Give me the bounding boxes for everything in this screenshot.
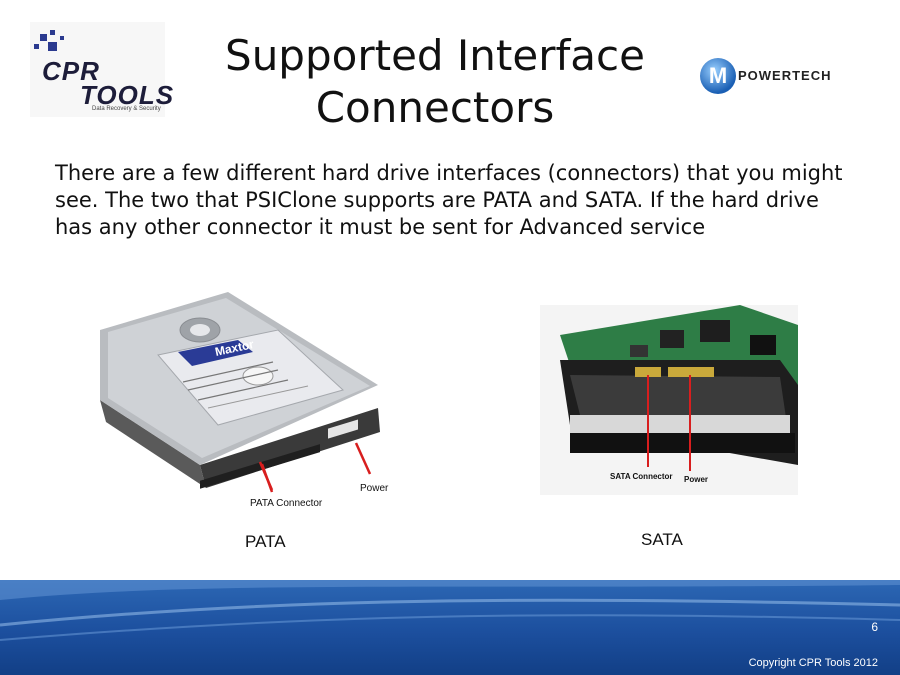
copyright-text: Copyright CPR Tools 2012 [748, 657, 878, 669]
page-number: 6 [871, 620, 878, 634]
pata-connector-label: PATA Connector [250, 498, 323, 509]
logo-text-tools: TOOLS [80, 80, 175, 110]
slide-title-line2: Connectors [315, 83, 555, 132]
powertech-mark: M [700, 58, 736, 94]
pata-power-label: Power [360, 483, 389, 494]
logo-pixel [48, 42, 57, 51]
footer-swoosh [0, 580, 900, 641]
sata-connector-label: SATA Connector [610, 472, 673, 481]
cpr-tools-logo: CPR TOOLS Data Recovery & Security [30, 22, 173, 117]
footer-band: 6 Copyright CPR Tools 2012 [0, 580, 900, 675]
powertech-logo: M POWERTECH [700, 58, 860, 98]
pata-drive-image: Maxtor [100, 292, 380, 490]
sata-drive-image: SATA Connector Power [540, 305, 798, 495]
body-paragraph: There are a few different hard drive int… [55, 161, 843, 239]
pata-caption: PATA [245, 532, 286, 551]
logo-pixel [34, 44, 39, 49]
logo-pixel [50, 30, 55, 35]
sata-power-label: Power [684, 475, 708, 484]
logo-pixel [40, 34, 47, 41]
logo-text-cpr: CPR [42, 56, 100, 86]
logo-subtitle: Data Recovery & Security [92, 106, 161, 112]
slide-title-line1: Supported Interface [225, 31, 645, 80]
logo-pixel [60, 36, 64, 40]
sata-caption: SATA [641, 530, 683, 549]
powertech-text: POWERTECH [738, 68, 832, 83]
slide-title: Supported Interface Connectors [210, 30, 660, 134]
